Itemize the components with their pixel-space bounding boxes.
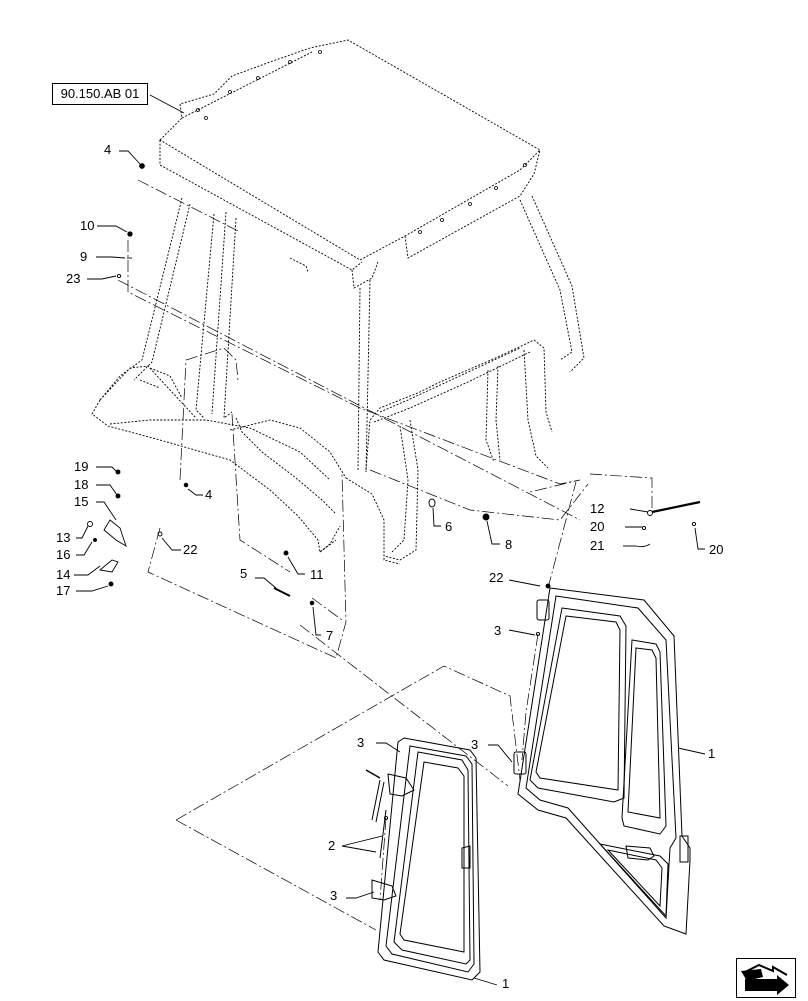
callout-2: 2 [328, 838, 336, 853]
callout-20: 20 [590, 519, 605, 534]
callout-23: 23 [66, 271, 81, 286]
callout-3-upper: 3 [494, 623, 502, 638]
callout-11: 11 [310, 567, 324, 582]
callout-19: 19 [74, 459, 89, 474]
callout-4: 4 [104, 142, 112, 157]
assembly-lines [117, 179, 653, 931]
callout-6: 6 [445, 519, 453, 534]
callout-1-left-door: 1 [502, 976, 510, 991]
cab-fender [91, 365, 347, 553]
callout-16: 16 [56, 547, 71, 562]
right-door [513, 587, 691, 935]
callout-1-right-door: 1 [708, 746, 716, 761]
left-door [371, 737, 481, 981]
next-page-button[interactable] [736, 958, 796, 998]
callout-18: 18 [74, 477, 89, 492]
callout-10: 10 [80, 218, 95, 233]
callout-3-left-bottom: 3 [330, 888, 338, 903]
callout-8: 8 [505, 537, 513, 552]
callout-22-door: 22 [489, 570, 504, 585]
callout-21: 21 [590, 538, 605, 553]
callout-9: 9 [80, 249, 88, 264]
callout-12: 12 [590, 501, 605, 516]
reference-box[interactable]: 90.150.AB 01 [52, 83, 148, 105]
callout-4-lower: 4 [205, 487, 213, 502]
roof-bolts [196, 50, 527, 234]
callout-22: 22 [183, 542, 198, 557]
callout-17: 17 [56, 583, 71, 598]
callout-14: 14 [56, 567, 71, 582]
callout-15: 15 [74, 494, 89, 509]
leader-lines [74, 94, 706, 986]
callout-13: 13 [56, 530, 71, 545]
cab-frame [99, 195, 585, 565]
callout-20-right: 20 [709, 542, 724, 557]
small-hardware [87, 163, 701, 821]
callout-7: 7 [326, 628, 334, 643]
reference-label: 90.150.AB 01 [60, 86, 140, 101]
next-page-arrow-icon [741, 963, 789, 995]
callout-3-middle: 3 [471, 737, 479, 752]
cab-roof [159, 39, 541, 289]
callout-5: 5 [240, 566, 248, 581]
callout-3-left-top: 3 [357, 735, 365, 750]
